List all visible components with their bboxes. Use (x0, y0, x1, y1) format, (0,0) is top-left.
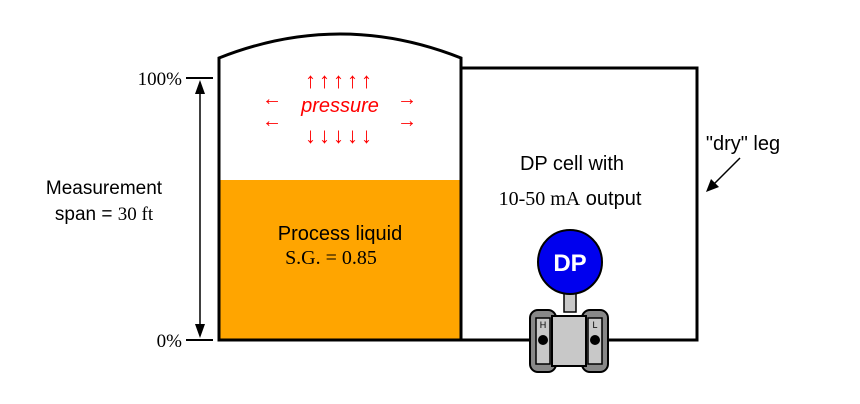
span-label-line2: span = 30 ft (55, 204, 154, 225)
span-arrow-head-up (195, 80, 205, 94)
dp-transmitter: H L DP (529, 229, 609, 373)
pressure-down-arrows: ↓↓↓↓↓ (305, 123, 375, 148)
liquid-label-line2: S.G. = 0.85 (285, 247, 377, 269)
port-low-dot (590, 335, 600, 345)
dry-leg-label: "dry" leg (706, 133, 780, 155)
span-arrow-head-down (195, 324, 205, 338)
dp-badge-label: DP (553, 250, 586, 277)
pressure-right-arrow-top: → (397, 88, 417, 110)
process-liquid (219, 180, 461, 340)
dry-leg-pointer-head (706, 179, 719, 192)
port-high-label: H (540, 320, 547, 330)
pressure-right-arrow-bottom: → (397, 110, 417, 132)
pressure-left-arrow-top: ← (262, 88, 282, 110)
port-low-label: L (592, 320, 597, 330)
span-label-prefix: span = (55, 204, 118, 225)
port-high-dot (538, 335, 548, 345)
dp-label-line1: DP cell with (520, 153, 624, 175)
dry-leg-pointer-line (711, 157, 741, 187)
dry-leg-line (461, 66, 699, 342)
level-low-label: 0% (157, 331, 183, 352)
pressure-label: pressure (300, 95, 379, 117)
level-high-label: 100% (138, 69, 183, 90)
dp-label-suffix: output (580, 188, 642, 210)
transmitter-body (551, 315, 587, 367)
pressure-up-arrows: ↑↑↑↑↑ (305, 68, 375, 93)
span-label-line1: Measurement (46, 178, 163, 199)
dp-badge-circle (537, 229, 603, 295)
span-label-value: 30 ft (118, 204, 154, 225)
pressure-left-arrow-bottom: ← (262, 110, 282, 132)
dp-label-value: 10-50 mA (499, 188, 581, 210)
liquid-label-line1: Process liquid (278, 223, 403, 245)
vessel-outline (217, 32, 463, 342)
dp-label-line2: 10-50 mA output (499, 188, 642, 210)
